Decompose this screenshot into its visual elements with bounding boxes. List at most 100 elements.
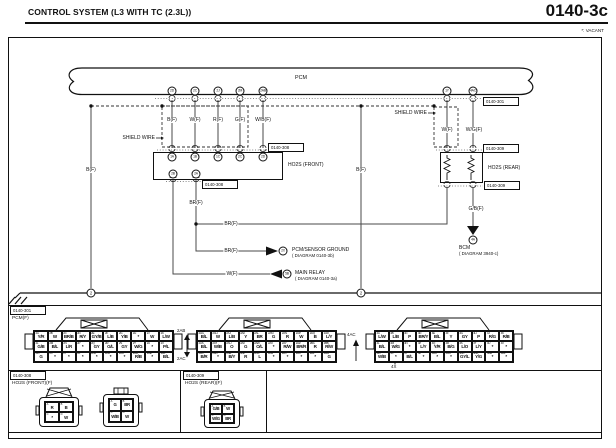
wire-label: W/B(F) [254,117,272,123]
pin-cell: 2BD* [210,351,225,362]
shield-arrowheads [161,111,436,140]
pin-cell: 2BJ* [280,351,295,362]
pcm-pin: 2J [213,86,223,96]
pin-cell: 4N* [402,341,417,352]
pin-locator-markers [184,334,396,365]
pin-cell: 2P* [75,341,90,352]
wire-label: G(F) [233,117,247,123]
connector-name: HO2S (REAR)(F) [185,381,223,386]
ho2s-front-pin: 2D [258,152,268,162]
shield-box-front [161,105,249,148]
face-ornaments [35,387,244,417]
shield-arrows [156,112,433,139]
component-label: HO2S (REAR) [488,165,521,171]
ref-name: PCM/SENSOR GROUND [292,246,350,253]
pin-cell: 2AA* [89,351,104,362]
pin-marker: 4X [391,363,397,369]
wire-label: W(F) [188,117,202,123]
pin-cell: 4AE* [485,351,500,362]
connector-ref: 0140-308 [10,371,46,380]
connector-ref: 0140-309 [483,144,519,153]
ho2s-front-pin: 2A [191,169,201,179]
pcm-pin: 2M [235,86,245,96]
wire-label: BR(F) [188,200,204,206]
pin-cell: 2BH* [266,351,281,362]
connector-ref: 0140-308 [268,143,304,152]
ref-diagram: ( DIAGRAM 0140-3b) [292,253,334,258]
section-divider [8,432,602,434]
shield-wire-label: SHIELD WIRE [394,109,427,116]
ho2s-front-pin: 2B [168,169,178,179]
ref-name: BCM [459,245,471,251]
wires [90,100,474,288]
pcm-pin: 2AB [258,86,268,96]
section-divider [8,305,602,307]
ref-diagram: ( DIAGRAM 0140-3a) [295,276,337,281]
connector-ref: 0140-308 [202,180,238,189]
section-divider [180,370,182,432]
pcm-pin: 2D [167,86,177,96]
ground-line [8,292,602,305]
pin-cell: 4AF* [499,351,513,362]
shield-box-rear [433,106,459,148]
pcm-pin: 2C [190,86,200,96]
wire-label: B(F) [85,167,97,173]
pin-cell: 2H* [131,331,146,342]
ref-diagram: ( DIAGRAM 3940-c) [459,251,499,256]
wire-label: BR(F) [223,220,239,227]
wire-label: B(F) [355,167,367,173]
pcm-label: PCM [295,75,307,81]
pin-cell: 2BK* [294,351,309,362]
pcm-body [68,67,534,96]
ho2s-front-pin: 1A [167,152,177,162]
pin-cell: 2AX* [266,341,281,352]
face-cell: C* [45,412,59,422]
pin-cell: 2AE* [145,351,160,362]
pcm-pin: 1Y [442,86,452,96]
header-rule [25,22,608,24]
connector-name: HO2S (FRONT)(F) [12,381,53,386]
